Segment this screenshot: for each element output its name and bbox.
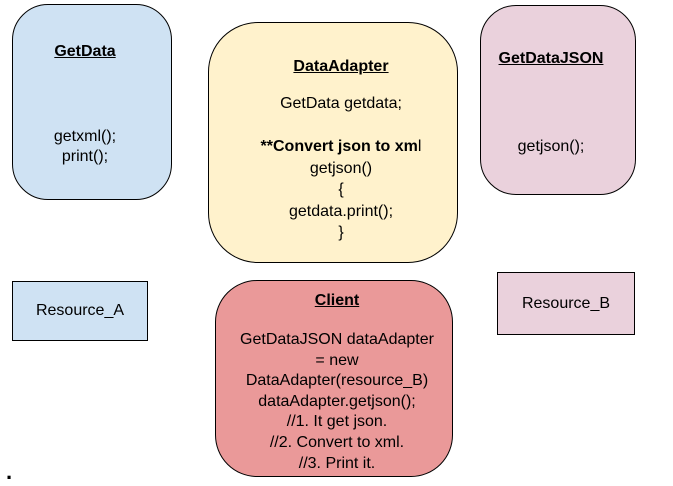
client-title: Client <box>314 292 360 309</box>
code-line: } <box>338 224 344 241</box>
code-line-blank <box>225 115 457 137</box>
code-line: getxml(); <box>53 128 117 145</box>
code-line: getjson(); <box>517 138 585 155</box>
code-line: getdata.print(); <box>288 202 394 220</box>
shape-getdatajson[interactable]: GetDataJSON getjson(); <box>480 5 636 195</box>
code-line: = new <box>315 351 359 369</box>
code-line: DataAdapter(resource_B) <box>245 372 429 390</box>
code-line: GetData getdata; <box>280 95 402 112</box>
getdatajson-title: GetDataJSON <box>498 50 604 67</box>
code-line: print(); <box>61 148 109 165</box>
stray-period-mark: . <box>6 459 13 484</box>
getdatajson-body: getjson(); <box>481 137 621 157</box>
getdata-body: getxml(); print(); <box>13 127 157 167</box>
shape-dataadapter[interactable]: DataAdapter GetData getdata; **Convert j… <box>208 22 458 263</box>
code-line: GetDataJSON dataAdapter <box>240 331 434 348</box>
convert-note-tail: l <box>417 138 422 155</box>
code-line: getjson() <box>309 159 373 177</box>
dataadapter-title: DataAdapter <box>293 58 389 75</box>
code-line: //3. Print it. <box>298 454 376 472</box>
code-line: { <box>338 181 344 198</box>
code-line: dataAdapter.getjson(); <box>258 392 416 410</box>
code-line-convert-note: **Convert json to xml <box>225 136 457 158</box>
shape-getdata[interactable]: GetData getxml(); print(); <box>12 4 172 200</box>
resource-b-label: Resource_B <box>521 294 611 312</box>
shape-resource-b[interactable]: Resource_B <box>497 272 635 335</box>
convert-note-bold: **Convert json to xm <box>260 138 418 155</box>
shape-client[interactable]: Client GetDataJSON dataAdapter = new Dat… <box>215 280 453 477</box>
shape-resource-a[interactable]: Resource_A <box>12 281 148 341</box>
getdata-title: GetData <box>54 43 116 60</box>
client-body: GetDataJSON dataAdapter = new DataAdapte… <box>222 330 452 474</box>
resource-a-label: Resource_A <box>35 302 125 319</box>
code-line: //1. It get json. <box>286 413 388 431</box>
dataadapter-body: GetData getdata; **Convert json to xml g… <box>225 93 457 244</box>
code-line: //2. Convert to xml. <box>269 433 405 451</box>
